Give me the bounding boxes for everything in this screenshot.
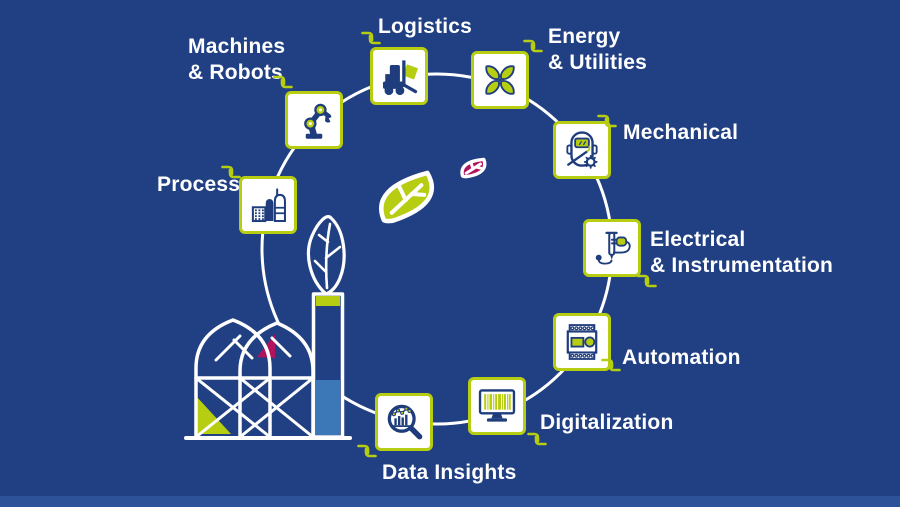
spark-icon <box>221 165 241 179</box>
node-data-insights <box>375 393 433 451</box>
spark-icon <box>357 444 377 458</box>
spark-icon <box>527 432 547 446</box>
label-line: Data Insights <box>382 461 517 484</box>
lime-leaf-logo <box>379 170 435 224</box>
node-electrical-instrumentation <box>583 219 641 277</box>
label-line: Mechanical <box>623 121 739 144</box>
label-line: Logistics <box>378 15 472 38</box>
plug-probe-icon <box>595 231 631 265</box>
spark-icon <box>637 274 657 288</box>
barcode-monitor-icon <box>478 389 516 422</box>
label-data-insights: Data Insights <box>382 460 516 486</box>
robot-arm-icon <box>304 103 332 139</box>
label-line: Energy <box>548 25 621 48</box>
node-machines-robots <box>285 91 343 149</box>
bottom-accent-bar <box>0 496 900 507</box>
node-logistics <box>370 47 428 105</box>
node-automation <box>553 313 611 371</box>
spark-icon <box>601 358 621 372</box>
label-process: Process <box>157 172 240 198</box>
spark-icon <box>273 75 293 89</box>
label-electrical-instrumentation: Electrical & Instrumentation <box>650 227 833 279</box>
lime-wedge <box>196 396 231 434</box>
plc-controller-icon <box>566 324 598 360</box>
label-line: & Instrumentation <box>650 254 834 277</box>
label-automation: Automation <box>622 345 741 371</box>
label-machines-robots: Machines & Robots <box>188 34 285 86</box>
label-energy-utilities: Energy & Utilities <box>548 24 647 76</box>
label-digitalization: Digitalization <box>540 410 673 436</box>
label-line: Digitalization <box>540 411 674 434</box>
node-mechanical <box>553 121 611 179</box>
label-logistics: Logistics <box>378 14 472 40</box>
node-process <box>239 176 297 234</box>
magenta-leaf-logo <box>460 157 487 179</box>
spark-icon <box>361 31 381 45</box>
node-energy-utilities <box>471 51 529 109</box>
label-line: Electrical <box>650 228 746 251</box>
forklift-icon <box>382 60 419 96</box>
clover-fan-icon <box>485 65 515 95</box>
label-line: Automation <box>622 346 741 369</box>
welding-mask-icon <box>566 131 598 169</box>
node-digitalization <box>468 377 526 435</box>
process-plant-icon <box>251 188 286 223</box>
magnifier-chart-icon <box>387 404 423 440</box>
label-line: & Robots <box>188 61 283 84</box>
spark-icon <box>597 114 617 128</box>
chimney-leaf <box>306 215 346 296</box>
label-line: Machines <box>188 35 286 58</box>
factory-illustration <box>184 215 352 440</box>
label-line: Process <box>157 173 241 196</box>
label-mechanical: Mechanical <box>623 120 738 146</box>
chimney <box>311 292 345 439</box>
label-line: & Utilities <box>548 51 648 74</box>
spark-icon <box>523 39 543 53</box>
